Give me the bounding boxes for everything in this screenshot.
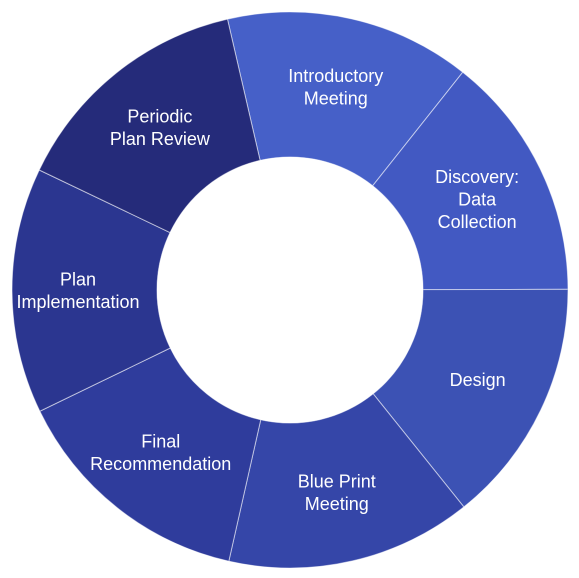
segment-label-line: Introductory [288,66,383,86]
segment-label-line: Meeting [305,494,369,514]
segment-label-line: Discovery: [435,167,519,187]
segment-label-line: Implementation [16,292,139,312]
segment-label-line: Meeting [304,88,368,108]
segment-label-line: Collection [438,212,517,232]
segment-label-line: Blue Print [298,471,376,491]
segment-label-line: Data [458,189,497,209]
segment-label-line: Design [450,370,506,390]
donut-center [157,157,423,423]
segment-label-line: Periodic [127,106,192,126]
segment-label-line: Recommendation [90,454,231,474]
segment-label: Design [450,370,506,390]
segment-label-line: Final [141,432,180,452]
segment-label-line: Plan Review [110,129,211,149]
segment-label-line: Plan [60,269,96,289]
